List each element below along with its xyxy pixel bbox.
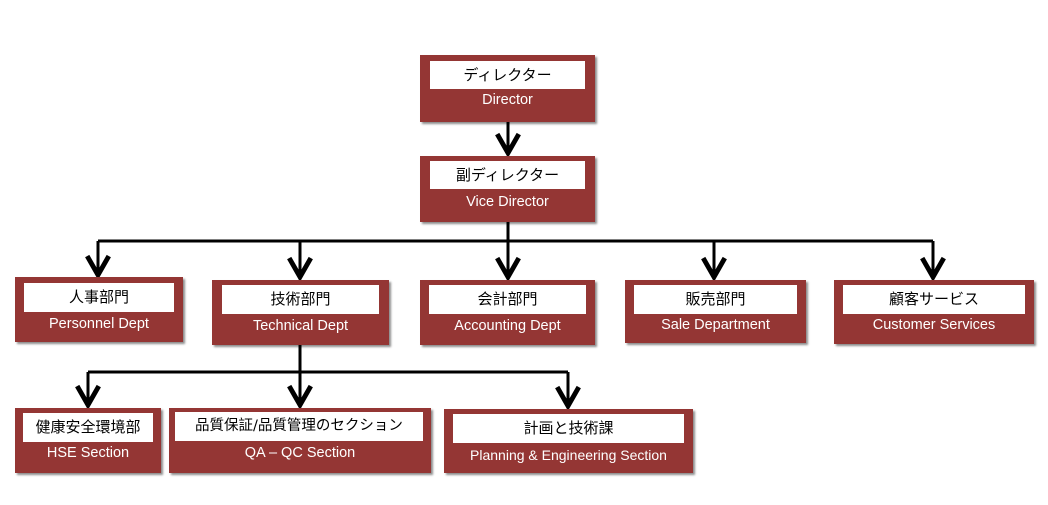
node-sale-department-en-label: Sale Department [661, 317, 770, 333]
node-hse-section-jp-label: 健康安全環境部 [23, 413, 153, 442]
node-planning-engineering-section-jp-label: 計画と技術課 [453, 414, 684, 443]
node-customer-services-jp-label: 顧客サービス [843, 285, 1025, 314]
node-sale-department-jp-label: 販売部門 [634, 285, 797, 314]
node-sale-department: 販売部門 Sale Department [625, 280, 806, 343]
node-qa-qc-section-jp-label: 品質保証/品質管理のセクション [175, 412, 423, 441]
node-customer-services-en-label: Customer Services [872, 317, 996, 333]
node-vice-director-jp-label: 副ディレクター [430, 161, 585, 189]
node-personnel-dept-en-label: Personnel Dept [49, 316, 149, 332]
node-director-en-label: Director [482, 92, 533, 108]
node-technical-dept: 技術部門 Technical Dept [212, 280, 389, 345]
node-hse-section: 健康安全環境部 HSE Section [15, 408, 161, 473]
node-accounting-dept: 会計部門 Accounting Dept [420, 280, 595, 345]
node-planning-engineering-section-en-label: Planning & Engineering Section [470, 447, 667, 463]
node-customer-services: 顧客サービス Customer Services [834, 280, 1034, 344]
node-qa-qc-section-en-label: QA – QC Section [244, 445, 356, 461]
node-technical-dept-jp-label: 技術部門 [222, 285, 379, 314]
node-planning-engineering-section: 計画と技術課 Planning & Engineering Section [444, 409, 693, 473]
node-vice-director-en-label: Vice Director [466, 194, 549, 210]
node-accounting-dept-jp-label: 会計部門 [429, 285, 586, 314]
node-director-jp-label: ディレクター [430, 61, 585, 89]
node-accounting-dept-en-label: Accounting Dept [454, 318, 561, 334]
node-personnel-dept: 人事部門 Personnel Dept [15, 277, 183, 342]
node-director: ディレクター Director [420, 55, 595, 122]
node-vice-director: 副ディレクター Vice Director [420, 156, 595, 222]
node-technical-dept-en-label: Technical Dept [252, 318, 349, 334]
node-hse-section-en-label: HSE Section [46, 445, 130, 461]
node-personnel-dept-jp-label: 人事部門 [24, 283, 174, 312]
node-qa-qc-section: 品質保証/品質管理のセクション QA – QC Section [169, 408, 431, 473]
